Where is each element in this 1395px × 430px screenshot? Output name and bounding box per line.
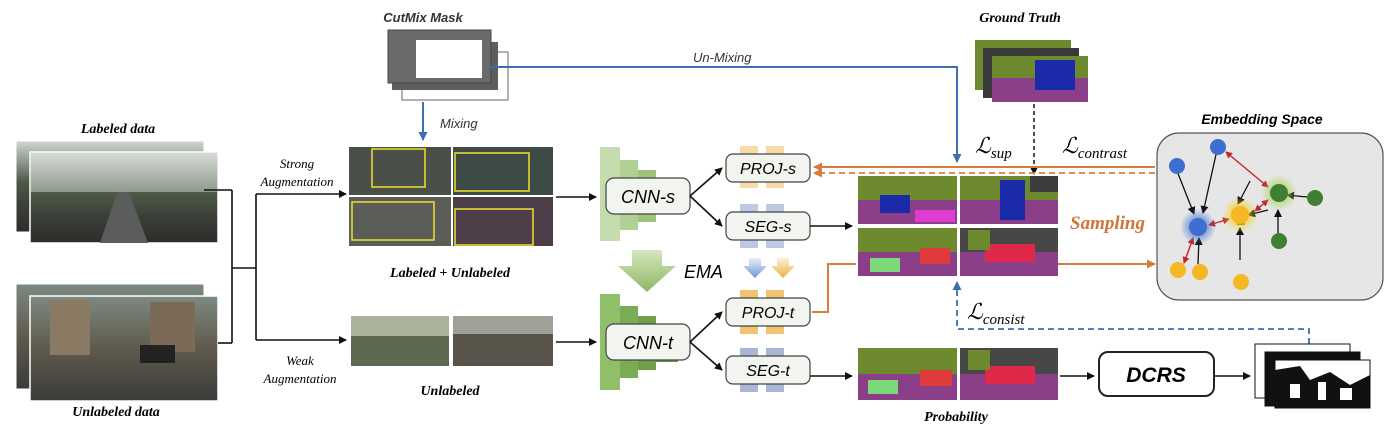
student-segmentation-maps <box>858 176 1058 276</box>
cnn-s-label: CNN-s <box>621 187 675 207</box>
ground-truth-title: Ground Truth <box>979 11 1061 26</box>
proj-t-label: PROJ-t <box>742 305 795 322</box>
strong-augmentation-label-line2: Augmentation <box>260 174 334 189</box>
seg-ema-small-arrow <box>743 258 767 278</box>
un-mixing-arrow <box>490 66 962 163</box>
node-green <box>1271 233 1287 249</box>
strong-augmentation-label-line1: Strong <box>280 156 315 171</box>
node-blue <box>1210 139 1226 155</box>
labeled-data-title: Labeled data <box>80 122 155 137</box>
node-yellow <box>1192 264 1208 280</box>
cnn-t-head-fork <box>689 311 723 371</box>
seg-s-block <box>725 204 811 248</box>
cutmix-mask-stack <box>387 29 509 101</box>
labeled-unlabeled-caption: Labeled + Unlabeled <box>389 266 511 281</box>
weak-augmentation-label-line2: Augmentation <box>263 371 337 386</box>
strong-augmented-images <box>349 147 553 246</box>
seg-s-label: SEG-s <box>744 219 791 236</box>
loss-consist-label: ℒconsist <box>967 299 1025 328</box>
node-green-anchor <box>1270 184 1288 202</box>
node-blue <box>1169 158 1185 174</box>
probability-caption: Probability <box>924 410 989 425</box>
labeled-image-stack <box>15 140 219 244</box>
node-green <box>1307 190 1323 206</box>
un-mixing-label: Un-Mixing <box>693 50 752 65</box>
mixing-label: Mixing <box>440 116 478 131</box>
unlabeled-image-stack <box>15 283 219 402</box>
consist-dashed-arrow <box>952 281 1310 344</box>
ground-truth-stack <box>975 40 1088 102</box>
proj-t-block <box>725 290 811 334</box>
ema-label: EMA <box>684 262 723 282</box>
loss-sup-label: ℒsup <box>975 133 1012 162</box>
embedding-space-panel <box>1156 132 1384 301</box>
ema-arrow <box>618 250 676 292</box>
proj-s-block <box>725 146 811 188</box>
teacher-segmentation-map <box>858 348 1058 400</box>
seg-t-label: SEG-t <box>746 363 790 380</box>
weak-augmented-images <box>351 316 553 366</box>
proj-s-label: PROJ-s <box>740 161 796 178</box>
proj-ema-small-arrow <box>771 258 795 278</box>
weak-augmentation-label-line1: Weak <box>286 353 314 368</box>
cnn-s-head-fork <box>689 167 723 227</box>
input-merge-connector <box>204 189 347 344</box>
node-yellow-anchor <box>1231 206 1249 224</box>
loss-contrast-label: ℒcontrast <box>1062 133 1128 162</box>
cutmix-mask-title: CutMix Mask <box>383 10 463 25</box>
seg-t-block <box>725 348 811 392</box>
cnn-t-block <box>600 294 691 390</box>
dcrs-block <box>1098 351 1215 397</box>
node-yellow <box>1233 274 1249 290</box>
unlabeled-caption: Unlabeled <box>420 384 480 399</box>
dcrs-label: DCRS <box>1126 364 1186 387</box>
embedding-nodes <box>1169 139 1323 290</box>
embedding-space-title: Embedding Space <box>1201 111 1323 127</box>
node-blue-anchor <box>1189 218 1207 236</box>
unlabeled-data-title: Unlabeled data <box>72 405 160 420</box>
proj-t-to-maps-line <box>812 263 856 313</box>
cnn-t-label: CNN-t <box>623 333 674 353</box>
confidence-mask-stack <box>1254 343 1371 409</box>
node-yellow <box>1170 262 1186 278</box>
sampling-label: Sampling <box>1070 213 1145 234</box>
